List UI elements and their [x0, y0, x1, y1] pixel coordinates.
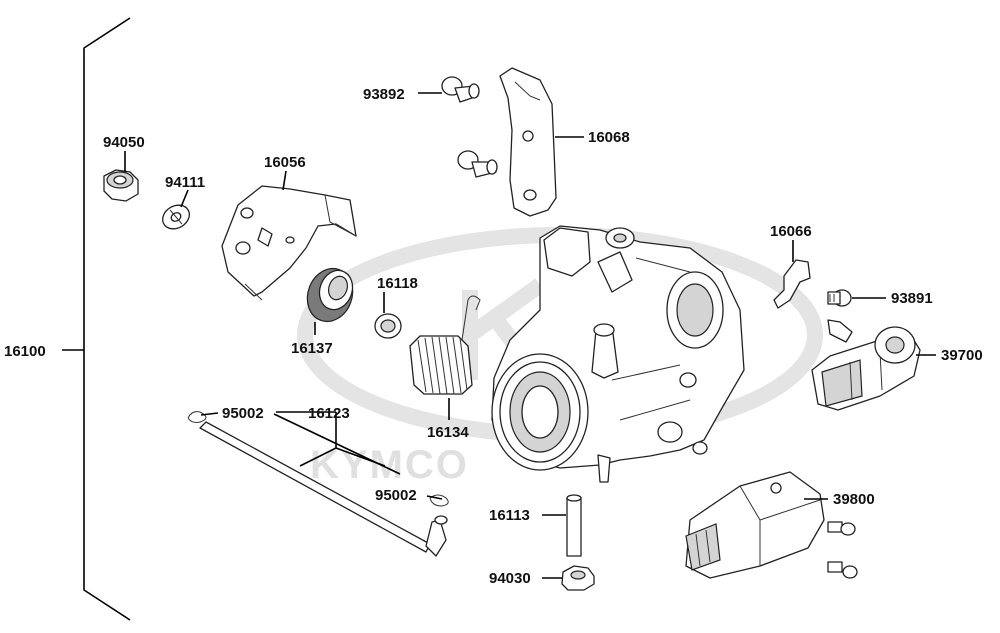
screw-lower-b [827, 561, 858, 579]
label-39700: 39700 [941, 347, 983, 364]
label-94050: 94050 [103, 134, 145, 151]
label-95002-lower: 95002 [375, 487, 417, 504]
label-16118: 16118 [377, 275, 418, 292]
spring-16134 [409, 295, 481, 395]
label-94111: 94111 [165, 174, 205, 191]
label-95002-upper: 95002 [222, 405, 264, 422]
clip-16066 [773, 259, 811, 309]
label-16056: 16056 [264, 154, 306, 171]
label-93892: 93892 [363, 86, 405, 103]
label-16066: 16066 [770, 223, 812, 240]
label-39800: 39800 [833, 491, 875, 508]
screw-93891 [827, 289, 852, 307]
bolt-93892 [441, 76, 480, 103]
throttle-drum-16056 [221, 185, 357, 301]
label-16113: 16113 [489, 507, 530, 524]
clip-95002-left [187, 411, 207, 423]
sensor-39700 [811, 319, 921, 411]
screw-lower-a [827, 521, 856, 536]
clip-95002-right [429, 494, 449, 507]
sensor-module-39800 [685, 471, 825, 579]
bolt-upper [457, 150, 498, 178]
watermark-text: KYMCO [310, 443, 469, 487]
leader-lines [124, 92, 936, 579]
lever-bracket-16068 [499, 67, 557, 217]
pin-16113 [566, 494, 582, 557]
label-93891: 93891 [891, 290, 933, 307]
label-16100: 16100 [4, 343, 46, 360]
shaft-16123 [199, 421, 448, 557]
label-16134: 16134 [427, 424, 469, 441]
label-94030: 94030 [489, 570, 531, 587]
throttle-body-main [491, 225, 745, 483]
seal-16137 [306, 267, 354, 323]
label-16137: 16137 [291, 340, 333, 357]
nut-94030 [561, 565, 595, 591]
label-16068: 16068 [588, 129, 630, 146]
nut-94050 [103, 169, 139, 202]
washer-94111 [162, 204, 190, 230]
assembly-bracket [62, 17, 131, 621]
label-16123: 16123 [308, 405, 350, 422]
collar-16118 [374, 313, 402, 339]
